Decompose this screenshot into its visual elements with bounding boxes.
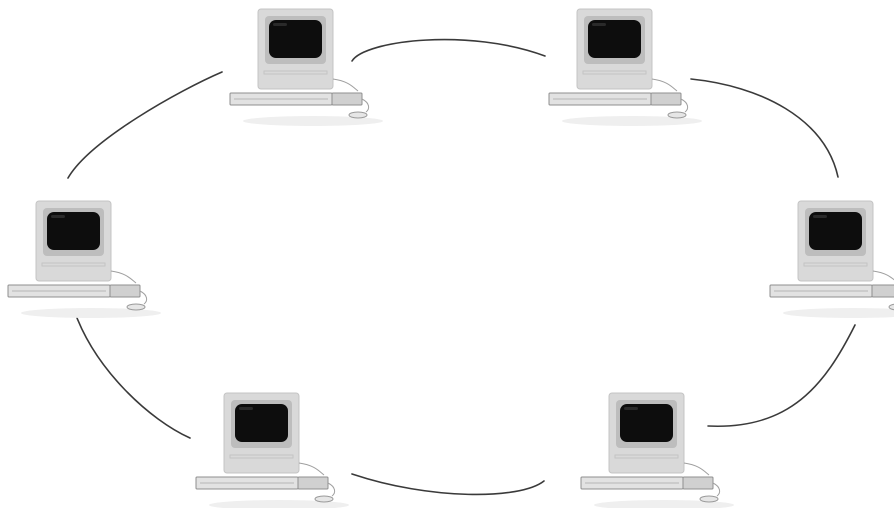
- link-left-to-top-left: [68, 72, 222, 178]
- desktop-computer-icon: [196, 393, 349, 508]
- link-bottom-left-to-left: [74, 310, 190, 438]
- desktop-computer-icon: [581, 393, 734, 508]
- desktop-computer-icon: [8, 201, 161, 318]
- link-bottom-right-to-bottom-left: [352, 474, 544, 494]
- desktop-computer-icon: [230, 9, 383, 126]
- link-top-right-to-right: [691, 79, 838, 177]
- link-top-left-to-top-right: [352, 40, 545, 61]
- network-nodes: [8, 9, 894, 508]
- link-right-to-bottom-right: [708, 325, 855, 426]
- desktop-computer-icon: [549, 9, 702, 126]
- desktop-computer-icon: [770, 201, 894, 318]
- network-links: [68, 40, 855, 495]
